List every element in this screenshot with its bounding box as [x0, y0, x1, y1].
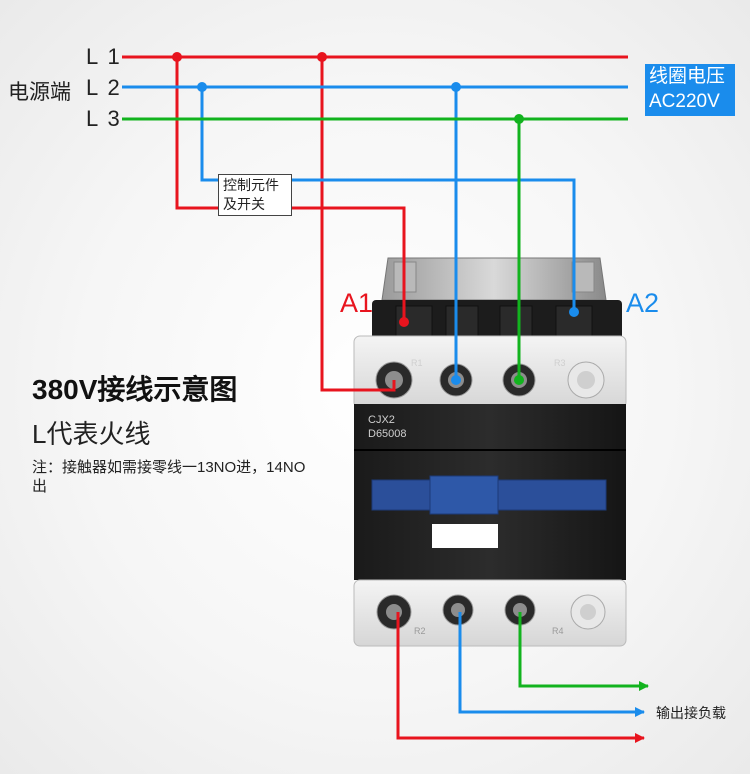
wiring-note: 注：接触器如需接零线一13NO进，14NO出 — [32, 459, 306, 495]
line-label-l1: L 1 — [86, 44, 122, 69]
coil-terminal-a1: A1 — [340, 288, 374, 318]
output-load-label: 输出接负载 — [656, 705, 726, 721]
terminal-label-r3: R3 — [554, 358, 566, 368]
control-box-line1: 控制元件 — [223, 177, 279, 193]
power-source-label: 电源端 — [8, 81, 71, 104]
bottom-white-housing — [353, 579, 627, 647]
line-label-l2: L 2 — [86, 75, 122, 100]
line-label-l3: L 3 — [86, 106, 122, 131]
terminal-label-r4: R4 — [552, 626, 564, 636]
terminal-label-r2: R2 — [414, 626, 426, 636]
coil-voltage-line1: 线圈电压 — [649, 66, 726, 87]
coil-voltage-line2: AC220V — [649, 91, 720, 112]
diagram-subtitle: L代表火线 — [32, 419, 151, 449]
control-box-line2: 及开关 — [223, 196, 265, 212]
coil-terminal-a2: A2 — [626, 288, 660, 318]
diagram-title: 380V接线示意图 — [32, 374, 238, 405]
device-model: CJX2 — [368, 414, 395, 426]
terminal-label-r1: R1 — [411, 358, 423, 368]
control-switch-box: 控制元件 及开关 — [218, 174, 292, 216]
coil-voltage-box: 线圈电压 AC220V — [645, 64, 735, 116]
wire-l3 — [122, 117, 649, 691]
contactor — [353, 257, 627, 647]
device-code: D65008 — [368, 428, 407, 440]
